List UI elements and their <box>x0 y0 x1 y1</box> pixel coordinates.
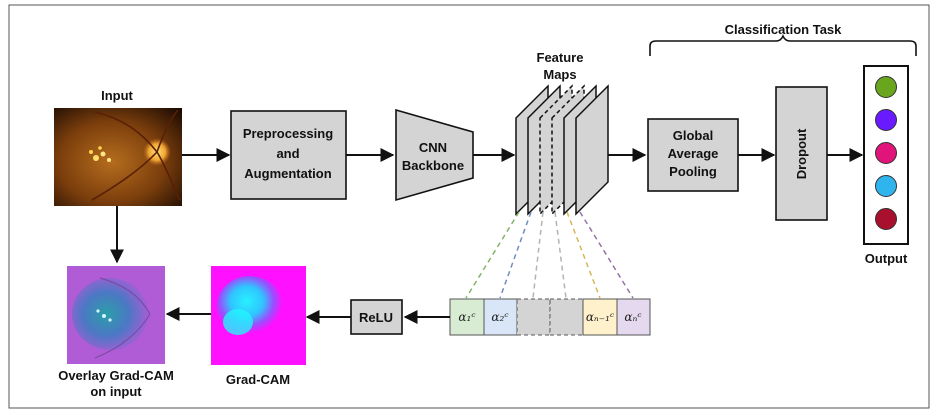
cnn-line-1: CNN <box>419 140 447 155</box>
connector-alpha-2 <box>499 211 532 299</box>
weight-label-2: α₂ᶜ <box>491 310 508 324</box>
diagram-border <box>8 4 930 409</box>
dropout-box <box>775 86 828 221</box>
weight-cell-6 <box>616 298 651 336</box>
feature-map-stack <box>515 84 609 216</box>
output-node-5 <box>875 208 897 230</box>
weight-connectors <box>465 211 634 299</box>
preprocessing-line-3: Augmentation <box>244 166 331 181</box>
output-label: Output <box>865 251 908 266</box>
connector-middle-2 <box>554 211 567 299</box>
weight-label-1: α₁ᶜ <box>458 310 475 324</box>
preprocessing-line-2: and <box>276 146 299 161</box>
overlay-line-2: on input <box>90 384 142 399</box>
gap-line-2: Average <box>668 146 719 161</box>
preprocessing-box <box>230 110 347 200</box>
overlay-gradcam-image <box>67 266 165 364</box>
output-node-1 <box>875 76 897 98</box>
connector-middle-1 <box>532 211 544 299</box>
relu-label: ReLU <box>359 310 393 325</box>
weight-cell-1 <box>449 298 485 336</box>
dropout-label: Dropout <box>794 128 809 179</box>
input-label: Input <box>101 88 133 103</box>
weight-label-6: αₙᶜ <box>624 310 641 324</box>
weight-cell-2 <box>483 298 518 336</box>
gradcam-label: Grad-CAM <box>226 372 290 387</box>
output-node-3 <box>875 142 897 164</box>
connector-alpha-1 <box>465 211 520 299</box>
cnn-line-2: Backbone <box>402 158 464 173</box>
connector-alpha-n <box>579 211 634 299</box>
feature-maps-line-1: Feature <box>537 50 584 65</box>
classification-task-label: Classification Task <box>725 22 843 37</box>
gap-line-3: Pooling <box>669 164 717 179</box>
relu-box <box>350 299 403 335</box>
weight-vector: α₁ᶜ α₂ᶜ αₙ₋₁ᶜ αₙᶜ <box>449 298 651 336</box>
classification-brace <box>649 33 917 56</box>
fundus-input-image <box>54 108 182 206</box>
preprocessing-line-1: Preprocessing <box>243 126 333 141</box>
feature-maps-line-2: Maps <box>543 67 576 82</box>
output-node-4 <box>875 175 897 197</box>
connector-alpha-n-minus-1 <box>566 211 601 299</box>
output-node-2 <box>875 109 897 131</box>
feature-map-6 <box>575 84 609 216</box>
weight-cell-4 <box>549 298 584 336</box>
gradcam-heatmap-image <box>211 266 306 365</box>
cnn-backbone-shape <box>395 108 474 202</box>
overlay-line-1: Overlay Grad-CAM <box>58 368 174 383</box>
weight-cell-3 <box>516 298 551 336</box>
gap-line-1: Global <box>673 128 713 143</box>
weight-label-5: αₙ₋₁ᶜ <box>586 310 614 324</box>
gap-box <box>647 118 739 192</box>
